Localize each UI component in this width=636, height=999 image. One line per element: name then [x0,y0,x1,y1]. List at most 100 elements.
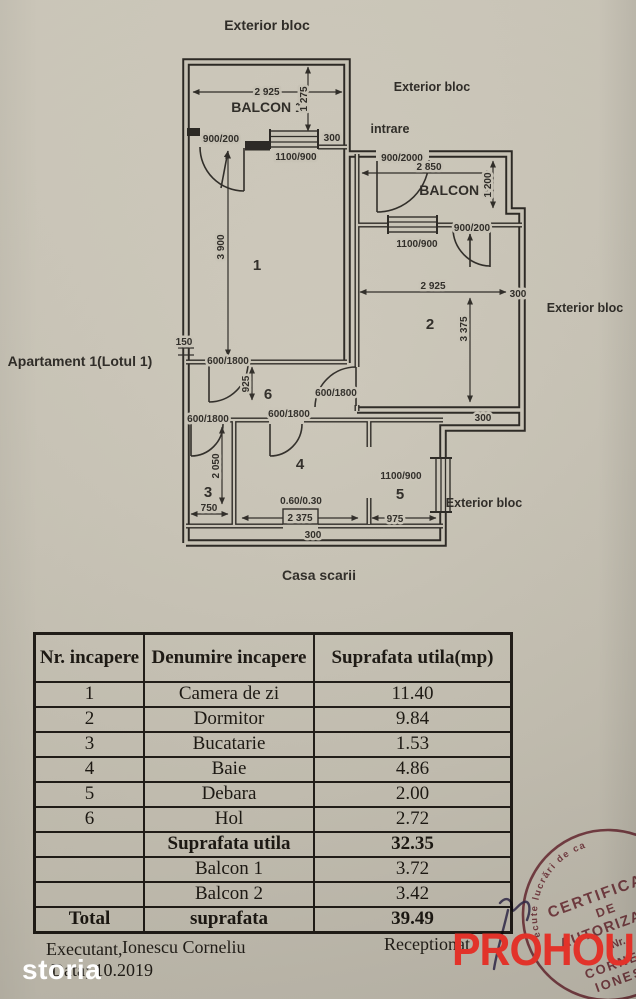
cell-nr: 1 [33,681,145,708]
cell-area: 3.72 [313,856,513,883]
storia-watermark: storia [22,954,102,985]
floorplan-drawing: Exterior bloc Exterior bloc Exterior blo… [8,17,624,583]
cell-name: Hol [143,806,315,833]
receptionat-label: Receptionat [384,934,470,954]
dim-wall150: 150 [176,337,193,348]
stamp-ring-text: ată de ANCPI să execute lucrări de ca [0,47,610,999]
header-nr-incapere: Nr. incapere [33,632,145,683]
table-row: 5 Debara 2.00 [33,781,513,808]
door-entry [376,159,430,213]
cell-nr [33,856,145,883]
dim-balcon2-depth: 1 200 [483,172,494,197]
dim-balcon1-width: 2 925 [254,87,279,98]
dim-room3-height: 2 050 [211,453,222,478]
cell-area: 2.72 [313,806,513,833]
executant-label: Executant, [46,939,123,959]
dim-room2-height: 3 375 [459,316,470,341]
dim-wall300-right: 300 [510,289,527,300]
stamp-line-nr: Nr. [609,935,627,951]
door-balcon1 [199,146,245,192]
stamp-line-de: DE [594,900,619,920]
wall-150-ticks [178,347,194,356]
dim-balcon1-300: 300 [324,133,341,144]
table-row: Balcon 2 3.42 [33,881,513,908]
label-exterior-bloc-right: Exterior bloc [547,301,623,315]
room-number-4: 4 [296,456,305,473]
table-row: 1 Camera de zi 11.40 [33,681,513,708]
dimension-texts: 2 925 1 275 900/200 300 1100/900 900/200… [173,84,529,544]
dim-balcon1-depth: 1 275 [299,86,310,111]
dim-room5-width: 975 [387,514,404,525]
plan-labels: Exterior bloc Exterior bloc Exterior blo… [8,17,624,583]
dim-balcon1-window: 1100/900 [275,152,317,163]
cell-nr: Total [33,906,145,934]
dim-balcon1-door: 900/200 [203,134,240,145]
cell-nr: 6 [33,806,145,833]
cell-area: 39.49 [313,906,513,934]
room-number-2: 2 [426,316,434,333]
cell-area: 11.40 [313,681,513,708]
label-exterior-bloc-top-right: Exterior bloc [394,80,470,94]
cell-nr: 4 [33,756,145,783]
header-denumire: Denumire incapere [143,632,315,683]
areas-table: Nr. incapere Denumire incapere Suprafata… [33,632,513,934]
cell-area: 2.00 [313,781,513,808]
header-suprafata: Suprafata utila(mp) [313,632,513,683]
dim-room2-width: 2 925 [420,281,445,292]
table-row: Balcon 1 3.72 [33,856,513,883]
prohouse-watermark: PROHOUSE [452,924,636,975]
dim-wall300-bottom: 300 [475,413,492,424]
certification-stamp: ată de ANCPI să execute lucrări de ca CE… [0,47,636,999]
label-balcon1: BALCON 1 [231,99,303,115]
cell-area: 4.86 [313,756,513,783]
dim-room3-door: 600/1800 [187,414,229,425]
room-number-1: 1 [253,257,261,274]
label-casa-scarii: Casa scarii [282,567,356,583]
label-apartament: Apartament 1(Lotul 1) [8,353,153,369]
dim-small-window: 0.60/0.30 [280,496,322,507]
wall-block [245,141,270,151]
label-exterior-bloc-mid: Exterior bloc [446,496,522,510]
signature-scribble [492,897,531,971]
doors [190,146,491,457]
cell-nr [33,831,145,858]
dim-room2-door: 600/1800 [315,388,357,399]
cell-name: Balcon 1 [143,856,315,883]
table-row: 2 Dormitor 9.84 [33,706,513,733]
table-row: 4 Baie 4.86 [33,756,513,783]
dim-room5-window: 1100/900 [380,471,422,482]
cell-name: suprafata [143,906,315,934]
dim-hall-door: 600/1800 [207,356,249,367]
plan-walls [178,62,522,543]
label-exterior-bloc-top: Exterior bloc [224,17,310,33]
cell-nr: 5 [33,781,145,808]
label-balcon2: BALCON 2 [419,182,491,198]
cell-name: Bucatarie [143,731,315,758]
windows [269,129,452,525]
table-row-total: Total suprafata 39.49 [33,906,513,934]
dim-balcon2-door: 900/200 [454,223,491,234]
small-window [282,508,319,525]
dim-room4-door: 600/1800 [268,409,310,420]
door-hall [208,362,249,403]
door-balcon2 [452,227,491,267]
dim-balcon2-width: 2 850 [416,162,441,173]
dim-room1-height: 3 900 [216,234,227,259]
dimension-lines [190,66,507,521]
cell-nr [33,881,145,908]
cell-name: Debara [143,781,315,808]
cell-name: Baie [143,756,315,783]
cell-nr: 2 [33,706,145,733]
cell-name: Balcon 2 [143,881,315,908]
door-room4 [269,423,303,457]
room-number-3: 3 [204,484,212,501]
table-row: 3 Bucatarie 1.53 [33,731,513,758]
dim-hall-depth: 925 [241,375,252,392]
door-jamb-block [187,128,200,136]
cell-area: 9.84 [313,706,513,733]
cell-area: 1.53 [313,731,513,758]
executant-name: Ionescu Corneliu [122,937,246,957]
label-intrare: intrare [371,122,410,136]
cell-area: 32.35 [313,831,513,858]
